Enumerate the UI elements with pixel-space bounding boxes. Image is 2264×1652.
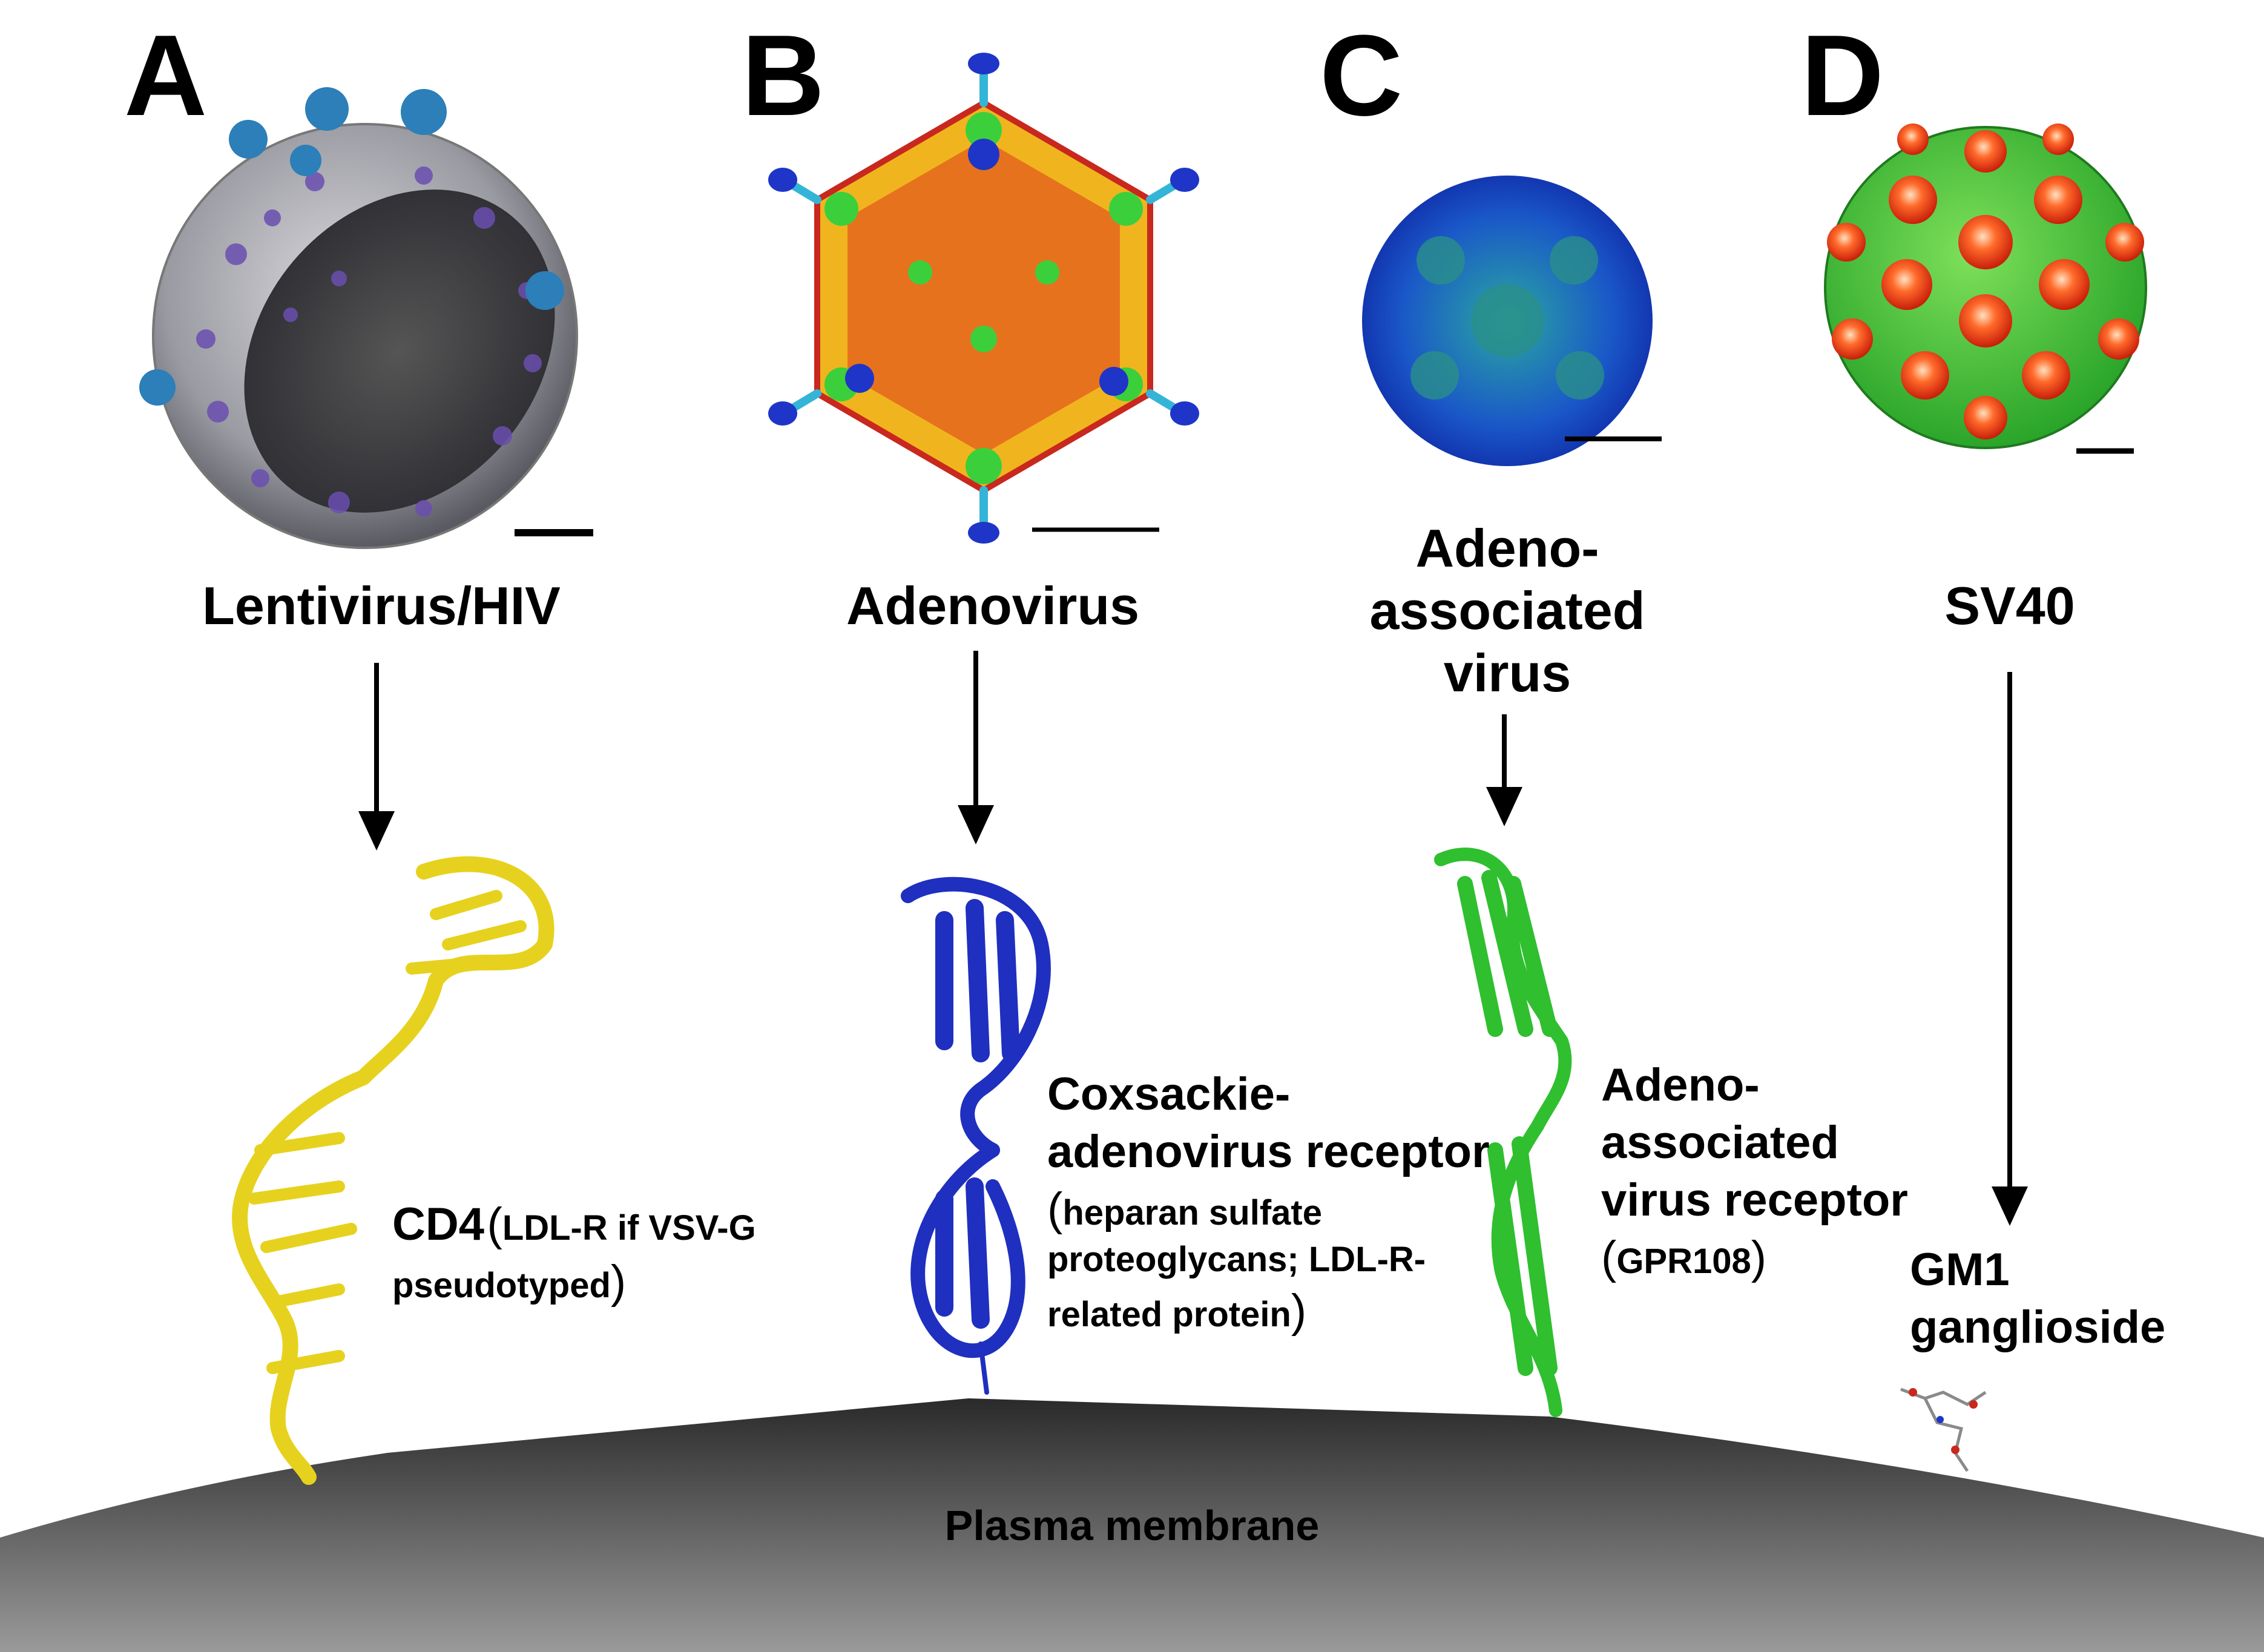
receptor-cd4-detail-line1: LDL-R if VSV-G [502,1208,756,1248]
receptor-car-line2: adenovirus receptor [1047,1126,1490,1177]
receptor-car-detail-line3: related protein [1047,1294,1291,1334]
receptor-label-cd4: CD4 (LDL-R if VSV-G pseudotyped) [392,1199,756,1308]
receptor-car-detail-line2: proteoglycans; LDL-R- [1047,1240,1426,1279]
virus-name-aav-line2: associated [1369,580,1645,640]
adenovirus-capsid [768,53,1199,544]
receptor-aavr-line2: associated [1601,1117,1839,1168]
virus-name-aav-line1: Adeno- [1415,518,1599,578]
virus-name-hiv: Lentivirus/HIV [202,576,561,636]
panel-letter-b: B [742,12,825,140]
arrow-a [358,663,395,851]
virus-name-adenovirus: Adenovirus [846,576,1140,636]
car-receptor [901,877,1051,1395]
gm1-ganglioside [1900,1387,1987,1472]
receptor-label-gm1: GM1 ganglioside [1910,1241,2182,1356]
arrow-b [958,651,994,844]
receptor-cd4-main: CD4 [392,1199,485,1250]
virus-name-aav: Adeno- associated virus [1326,518,1689,705]
cd4-receptor [232,856,554,1485]
receptor-cd4-detail-line2: pseudotyped [392,1266,611,1305]
plasma-membrane [0,1398,2264,1652]
receptor-gm1-line2: ganglioside [1910,1302,2166,1353]
virus-name-sv40: SV40 [1944,576,2075,636]
panel-letter-d: D [1801,12,1884,140]
panel-letter-a: A [124,12,208,140]
receptor-car-detail-line1: heparan sulfate [1062,1193,1322,1232]
receptor-gm1-line1: GM1 [1910,1244,2010,1295]
sv40-capsid [1824,123,2147,454]
aavr-receptor [1434,847,1572,1417]
plasma-membrane-label: Plasma membrane [944,1502,1320,1549]
receptor-label-aavr: Adeno- associated virus receptor (GPR108… [1601,1056,1952,1286]
receptor-aavr-line1: Adeno- [1601,1059,1760,1111]
aav-capsid [1362,176,1662,466]
receptor-aavr-line3: virus receptor [1601,1174,1908,1226]
receptor-label-car: Coxsackie- adenovirus receptor (heparan … [1047,1065,1544,1340]
receptor-car-line1: Coxsackie- [1047,1068,1291,1120]
panel-letter-c: C [1320,12,1403,140]
arrow-d [1992,672,2028,1226]
hiv-virion [139,87,593,549]
receptor-aavr-detail: GPR108 [1616,1242,1751,1281]
virus-name-aav-line3: virus [1443,642,1571,703]
arrow-c [1486,714,1522,826]
